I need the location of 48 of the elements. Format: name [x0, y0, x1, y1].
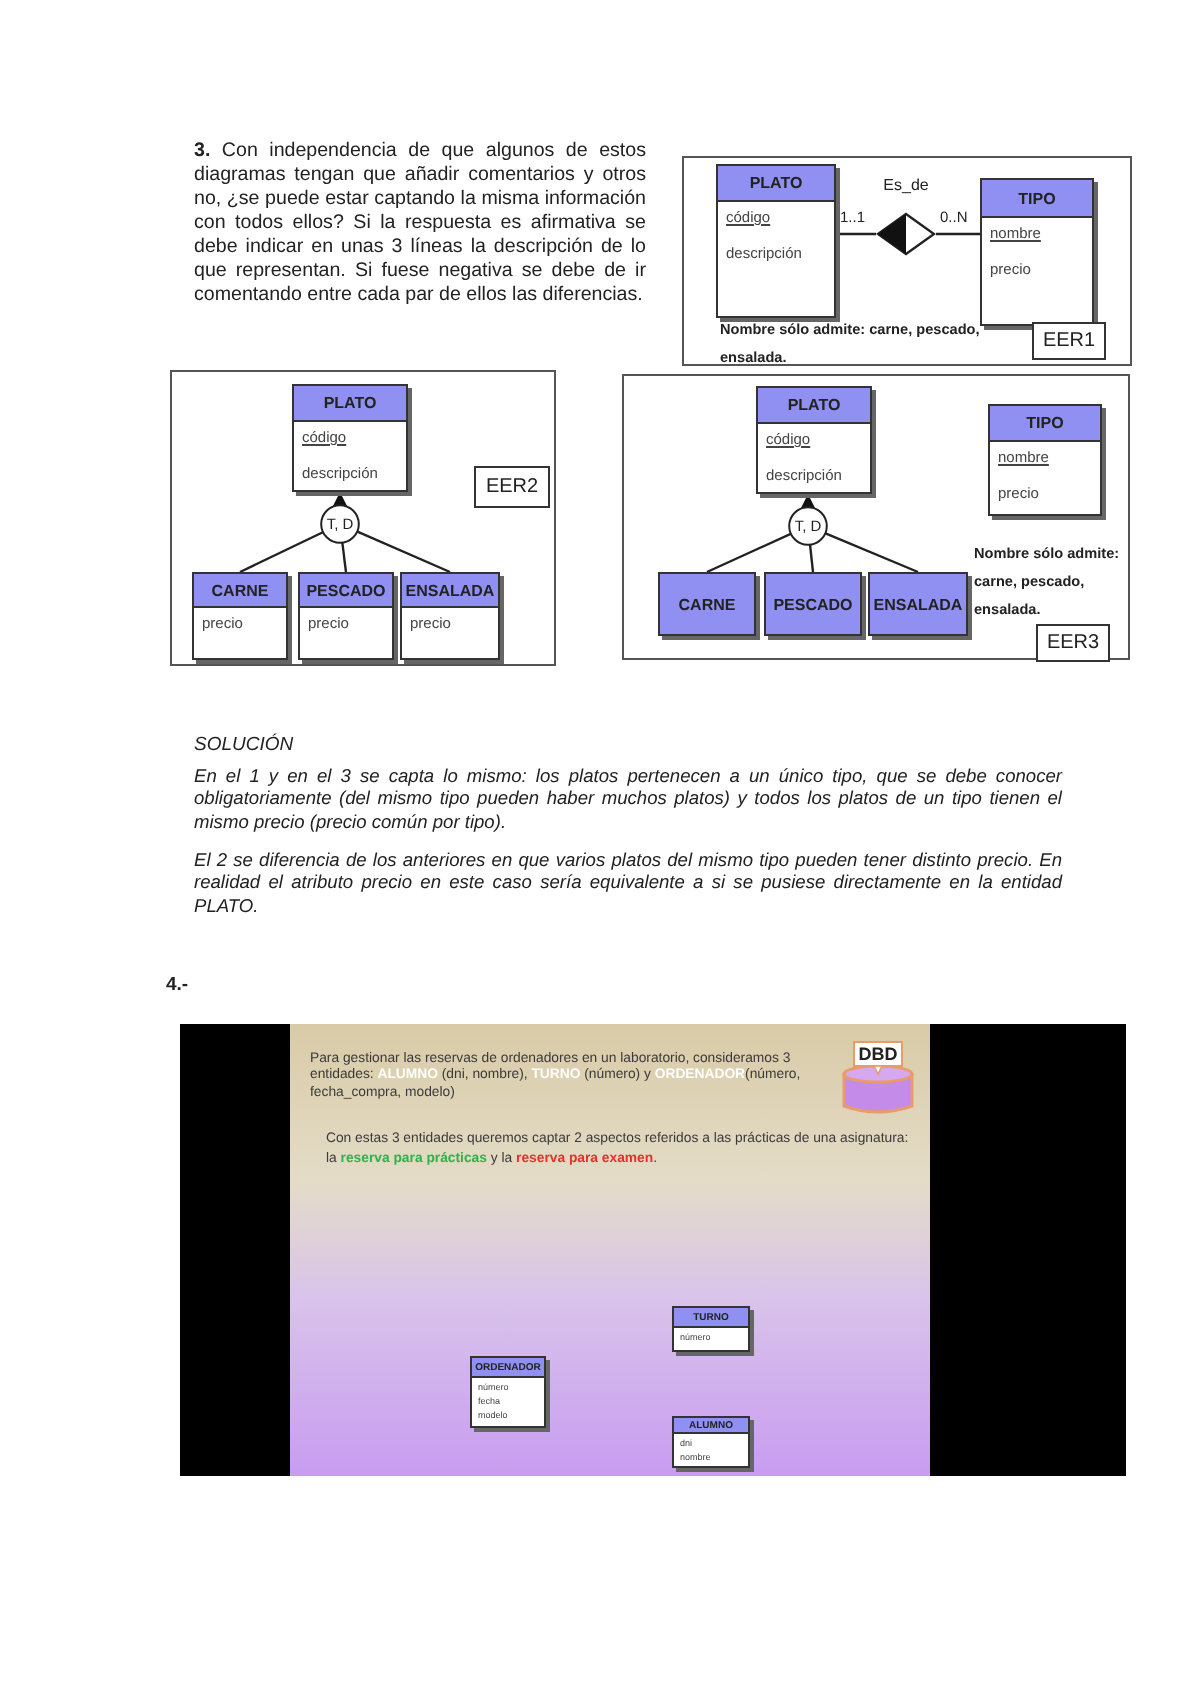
- specialization-circle: [788, 506, 828, 546]
- entity-box: [658, 572, 756, 636]
- connector-line: [825, 532, 919, 574]
- entity-name: CARNE: [211, 581, 269, 599]
- entity-name: TIPO: [1026, 414, 1064, 432]
- diagram-tag: EER2: [474, 466, 550, 508]
- entity-name: PLATO: [323, 394, 377, 412]
- entity-name: PLATO: [787, 396, 841, 414]
- section-heading: SOLUCIÓN: [194, 734, 296, 758]
- entity-box: [672, 1416, 750, 1468]
- entity-box: [470, 1356, 546, 1428]
- entity-box: [868, 572, 968, 636]
- connector-line: [239, 531, 324, 574]
- entity-name: CARNE: [678, 595, 736, 613]
- entity-name: PESCADO: [306, 581, 386, 599]
- entity-name: ENSALADA: [405, 581, 495, 599]
- diagram-tag: EER1: [1032, 322, 1106, 360]
- diagram-tag: EER3: [1036, 624, 1110, 662]
- question-text: 3. Con independencia de que algunos de estos diagramas tengan que añadir comentarios y otros no, ¿se puede estar captando la misma información con todos ellos? Si la respuesta es afirmativa se debe indicar en unas 3 líneas la descripción de lo que representan. Si fuese negativa se debe de ir comentando entre cada par de ellos las diferencias.: [194, 140, 646, 308]
- connector-line: [706, 532, 792, 574]
- entity-box: [298, 572, 394, 660]
- entity-box: [764, 572, 862, 636]
- entity-name: TIPO: [1018, 189, 1056, 207]
- entity-box: [988, 404, 1102, 516]
- entity-box: [192, 572, 288, 660]
- connector-line: [356, 530, 451, 574]
- connector-line: [836, 232, 876, 236]
- solution-paragraph: El 2 se diferencia de los anteriores en que varios platos del mismo tipo pueden tener distinto precio. En realidad el atributo precio en este caso sería equivalente a si se pusiese directamente en la entidad PLATO.: [194, 850, 1062, 918]
- entity-box: [400, 572, 500, 660]
- connector-line: [801, 494, 815, 508]
- relationship-diamond: [876, 176, 936, 256]
- specialization-circle: [320, 504, 360, 544]
- icon-caption: DBD: [856, 1044, 900, 1066]
- entity-box: [980, 178, 1094, 326]
- question-number: 4.-: [166, 974, 191, 998]
- entity-box: [672, 1306, 750, 1352]
- connector-line: [341, 542, 348, 573]
- entity-box: [756, 386, 872, 494]
- entity-box: [292, 384, 408, 492]
- connector-line: [333, 492, 347, 506]
- relationship-name: Es_de: [883, 176, 929, 194]
- entity-name: PLATO: [749, 174, 803, 192]
- entity-name: ENSALADA: [873, 595, 963, 613]
- entity-box: [716, 164, 836, 318]
- connector-line: [808, 544, 815, 573]
- connector-line: [936, 232, 980, 236]
- solution-paragraph: En el 1 y en el 3 se capta lo mismo: los platos pertenecen a un único tipo, que se debe conocer obligatoriamente (del mismo tipo pueden haber muchos platos) y todos los platos de un tipo tienen el mismo precio (precio común por tipo).: [194, 766, 1062, 834]
- entity-name: PESCADO: [773, 595, 853, 613]
